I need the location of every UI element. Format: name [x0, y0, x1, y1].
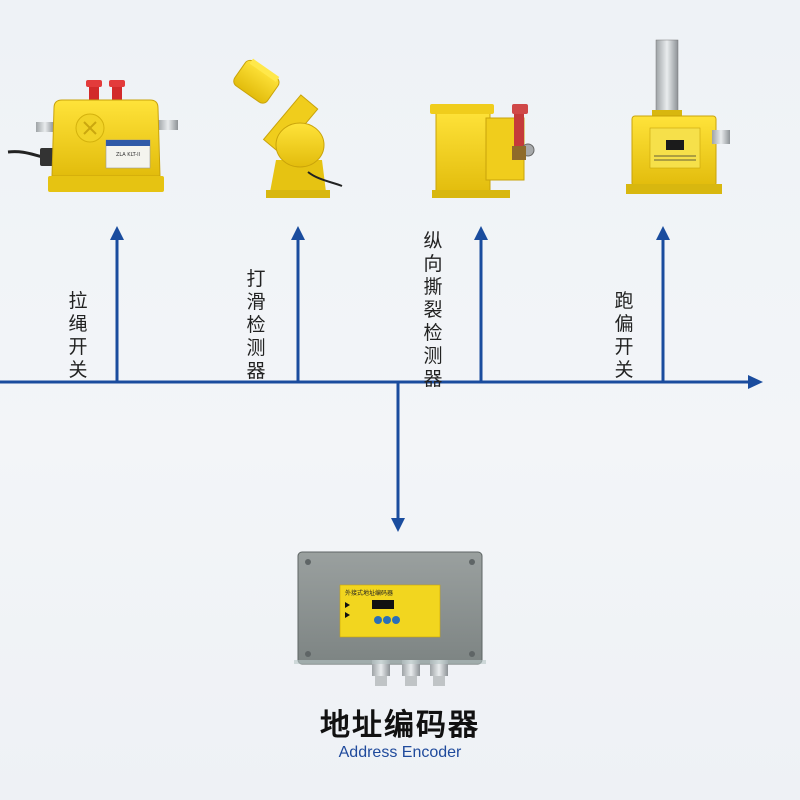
label-tear-detector: 纵向撕裂检测器	[423, 230, 443, 390]
device-slip-detector	[233, 58, 343, 198]
device-pull-rope-switch: ZLA KLT-II	[7, 80, 178, 192]
arrow-tear	[474, 226, 488, 382]
label-pull-rope-switch: 拉绳开关	[68, 290, 88, 381]
device-tear-detector	[430, 104, 535, 198]
label-slip-detector: 打滑检测器	[246, 268, 266, 382]
arrow-encoder	[391, 382, 405, 532]
page-subtitle: Address Encoder	[338, 744, 462, 761]
arrow-slip	[291, 226, 305, 382]
arrow-deviation	[656, 226, 670, 382]
device-deviation-switch	[626, 39, 730, 194]
label-deviation-switch: 跑偏开关	[614, 290, 634, 381]
arrow-pull-rope	[110, 226, 124, 382]
page-title: 地址编码器	[320, 708, 480, 743]
device-address-encoder: 外接式地址编码器	[294, 551, 486, 686]
main-bus-line	[0, 375, 763, 389]
encoder-panel-title: 外接式地址编码器	[345, 589, 393, 597]
bus-arrow-head	[748, 375, 763, 389]
pull-switch-plate-text: ZLA KLT-II	[116, 152, 140, 158]
